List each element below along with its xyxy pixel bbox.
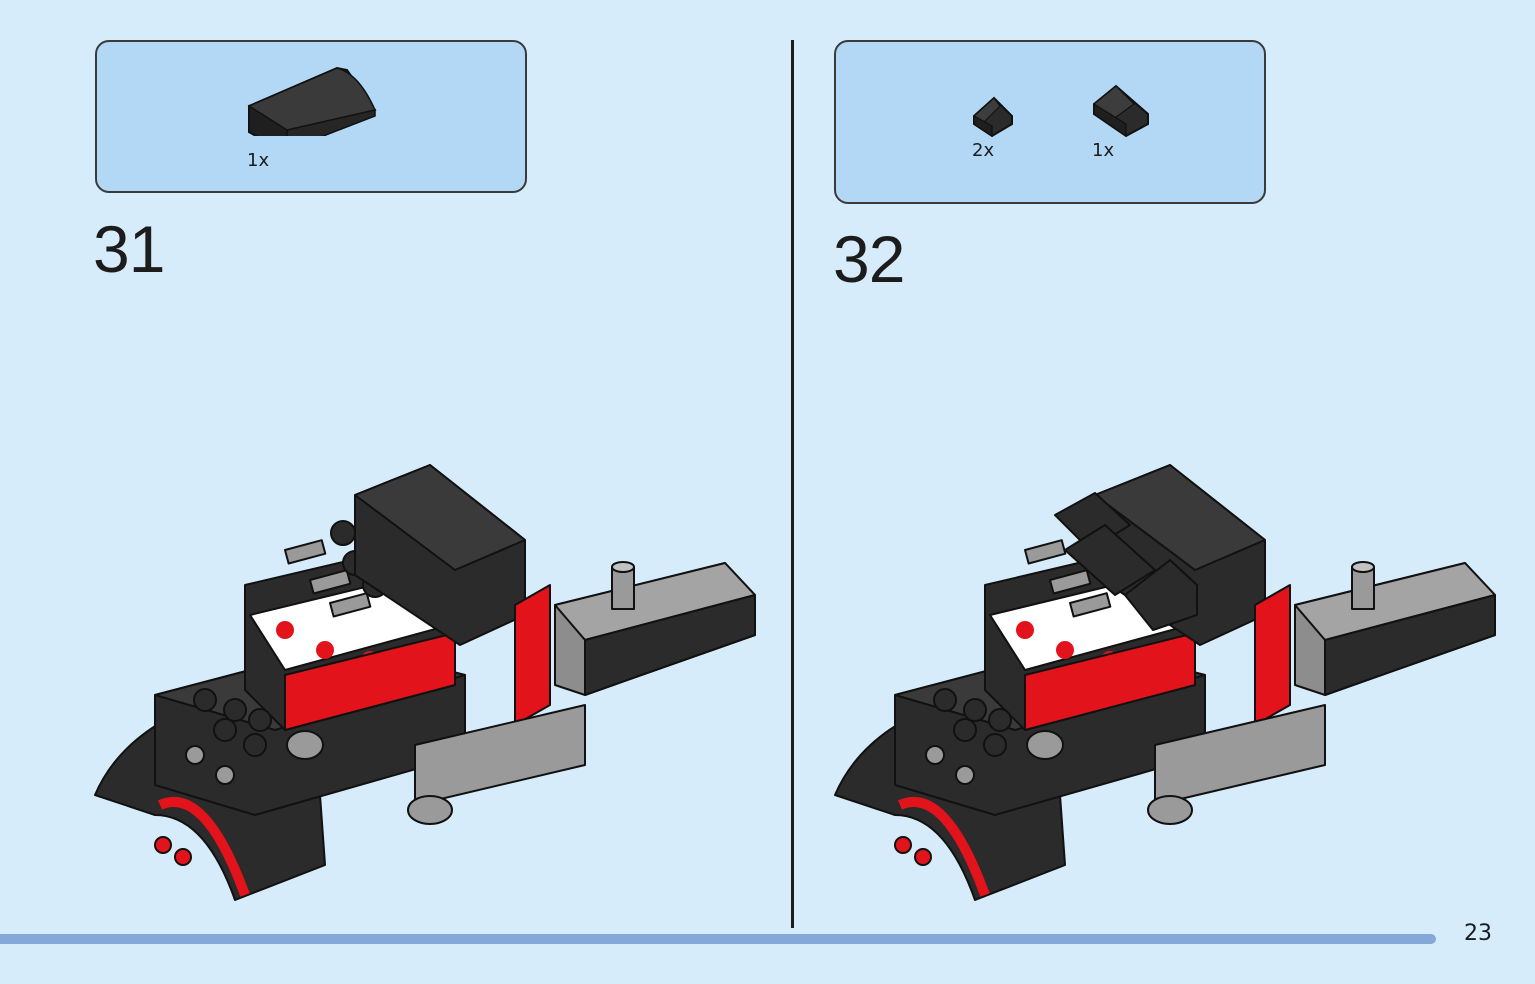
black-slope-1x2-icon — [1093, 84, 1149, 138]
parts-callout-step-32: 2x 1x — [834, 40, 1266, 204]
step-number: 32 — [833, 222, 905, 296]
part-quantity: 2x — [972, 140, 995, 161]
black-slope-1x1-icon — [972, 96, 1013, 138]
black-curved-slope-2x4-icon — [247, 66, 377, 136]
part-quantity: 1x — [1092, 140, 1115, 161]
truck-model-step-32 — [834, 464, 1496, 901]
part-quantity: 1x — [247, 150, 270, 171]
parts-callout-step-31: 1x — [95, 40, 527, 193]
step-number: 31 — [93, 212, 165, 286]
truck-model-step-31 — [94, 464, 756, 901]
step-divider — [791, 40, 794, 928]
page-number: 23 — [1464, 921, 1492, 946]
page-progress-bar — [0, 934, 1436, 944]
